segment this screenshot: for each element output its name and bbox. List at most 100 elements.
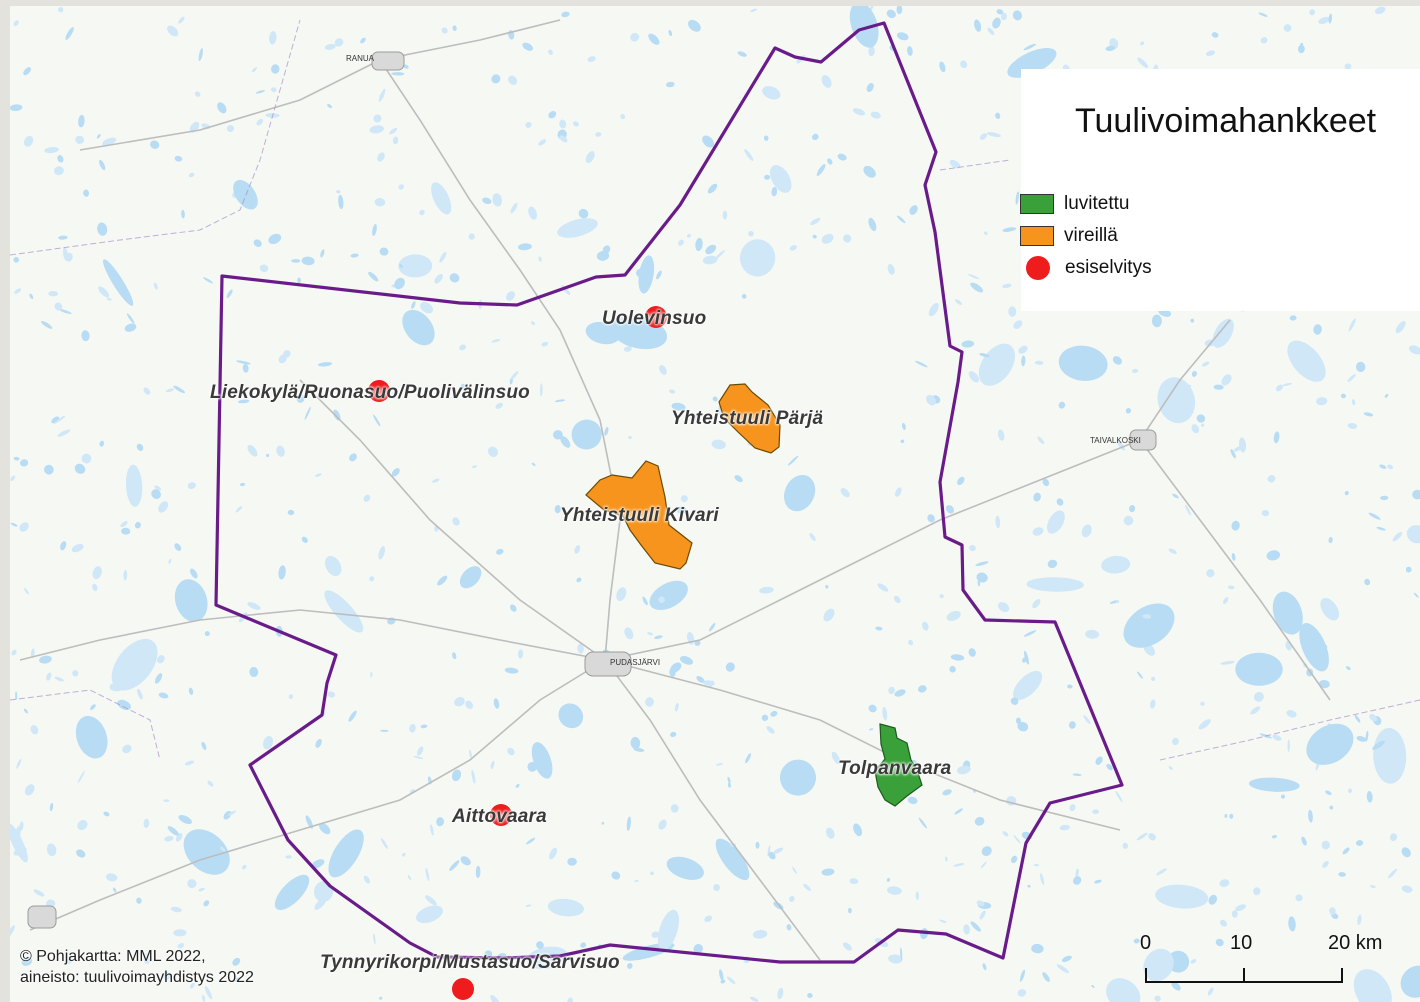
lake bbox=[1368, 512, 1381, 520]
lake bbox=[1306, 723, 1354, 765]
lake bbox=[77, 770, 85, 784]
lake bbox=[178, 814, 192, 825]
lake bbox=[968, 274, 980, 280]
lake bbox=[44, 147, 59, 154]
lake bbox=[784, 474, 816, 512]
project-point-tynnyrikorpi[interactable] bbox=[452, 978, 474, 1000]
project-area-tolpanvaara[interactable] bbox=[874, 723, 923, 807]
project-area-yhteistuuli-parja[interactable] bbox=[718, 383, 781, 454]
lake bbox=[1318, 16, 1330, 24]
lake bbox=[986, 132, 1001, 138]
lake bbox=[1344, 63, 1352, 70]
project-point-liekokyla[interactable] bbox=[368, 380, 390, 402]
lake bbox=[348, 710, 357, 722]
lake bbox=[259, 264, 269, 273]
lake bbox=[950, 654, 965, 661]
lake bbox=[690, 414, 697, 422]
lake bbox=[1150, 676, 1156, 682]
road bbox=[79, 59, 381, 151]
project-label-tynnyrikorpi[interactable]: Tynnyrikorpi/Mustasuo/Sarvisuo bbox=[320, 952, 620, 973]
lake bbox=[1295, 894, 1303, 902]
lake bbox=[174, 579, 208, 622]
lake bbox=[1031, 943, 1044, 954]
lake bbox=[174, 155, 183, 162]
legend-item-vireilla: vireillä bbox=[1020, 224, 1118, 248]
lake bbox=[419, 209, 425, 216]
lake bbox=[1069, 804, 1076, 811]
project-label-yhteistuuli-parja[interactable]: Yhteistuuli Pärjä bbox=[671, 408, 824, 429]
lake bbox=[571, 230, 579, 238]
project-area-yhteistuuli-kivari[interactable] bbox=[585, 460, 693, 570]
lake bbox=[468, 233, 475, 240]
lake bbox=[232, 957, 241, 966]
lake bbox=[517, 649, 524, 659]
lake bbox=[1235, 904, 1247, 912]
lake bbox=[233, 179, 258, 210]
lake bbox=[170, 906, 182, 913]
lake bbox=[1068, 721, 1076, 729]
lake bbox=[153, 282, 158, 290]
lake bbox=[98, 286, 110, 298]
lake bbox=[995, 515, 1001, 529]
project-label-aittovaara[interactable]: Aittovaara bbox=[452, 806, 547, 827]
lake bbox=[1280, 794, 1286, 799]
lake bbox=[745, 753, 752, 764]
lake bbox=[452, 652, 457, 660]
lake bbox=[398, 254, 433, 278]
lake bbox=[954, 808, 963, 815]
lake bbox=[580, 942, 587, 948]
lake bbox=[46, 843, 57, 857]
lake bbox=[538, 256, 542, 262]
project-point-aittovaara[interactable] bbox=[490, 804, 512, 826]
lake bbox=[1313, 324, 1322, 335]
lake bbox=[954, 299, 963, 305]
lake bbox=[767, 845, 771, 857]
lake bbox=[769, 165, 792, 193]
project-label-tolpanvaara[interactable]: Tolpanvaara bbox=[838, 758, 952, 779]
lake bbox=[1168, 766, 1173, 770]
lake bbox=[1140, 41, 1145, 46]
project-point-uolevinsuo[interactable] bbox=[645, 306, 667, 328]
lake bbox=[168, 558, 172, 564]
lake bbox=[122, 744, 132, 754]
lake bbox=[491, 338, 501, 343]
lake bbox=[158, 692, 169, 699]
lake bbox=[30, 724, 39, 735]
lake bbox=[24, 784, 35, 796]
lake bbox=[296, 394, 305, 403]
lake bbox=[616, 587, 627, 601]
lake bbox=[49, 802, 54, 812]
project-label-liekokyla[interactable]: Liekokylä/Ruonasuo/Puolivälinsuo bbox=[210, 382, 530, 403]
lake bbox=[648, 33, 660, 45]
lake bbox=[16, 758, 22, 769]
lake bbox=[812, 133, 819, 141]
lake bbox=[573, 121, 579, 127]
lake bbox=[1408, 345, 1420, 355]
lake bbox=[1095, 756, 1103, 765]
lake bbox=[1022, 656, 1028, 663]
lake bbox=[1287, 340, 1326, 382]
lake bbox=[1101, 555, 1131, 574]
lake bbox=[1347, 788, 1352, 794]
lake bbox=[181, 209, 185, 219]
map-frame[interactable]: RANUA PUDASJÄRVI TAIVALKOSKI Tuulivoimah… bbox=[10, 6, 1420, 1002]
lake bbox=[1297, 44, 1305, 54]
lake bbox=[979, 133, 988, 140]
lake bbox=[452, 25, 457, 31]
project-label-yhteistuuli-kivari[interactable]: Yhteistuuli Kivari bbox=[560, 505, 719, 526]
project-label-uolevinsuo[interactable]: Uolevinsuo bbox=[602, 308, 707, 329]
lake bbox=[53, 415, 66, 424]
lake bbox=[74, 463, 86, 474]
lake bbox=[559, 135, 568, 143]
lake bbox=[914, 360, 928, 368]
lake bbox=[102, 259, 134, 306]
lake bbox=[853, 823, 863, 837]
lake bbox=[1137, 671, 1143, 679]
lake bbox=[852, 108, 866, 116]
lake bbox=[998, 602, 1010, 613]
lake bbox=[821, 233, 834, 244]
lake bbox=[823, 608, 835, 622]
lake bbox=[809, 533, 816, 541]
lake bbox=[247, 602, 261, 610]
lake bbox=[13, 456, 20, 461]
